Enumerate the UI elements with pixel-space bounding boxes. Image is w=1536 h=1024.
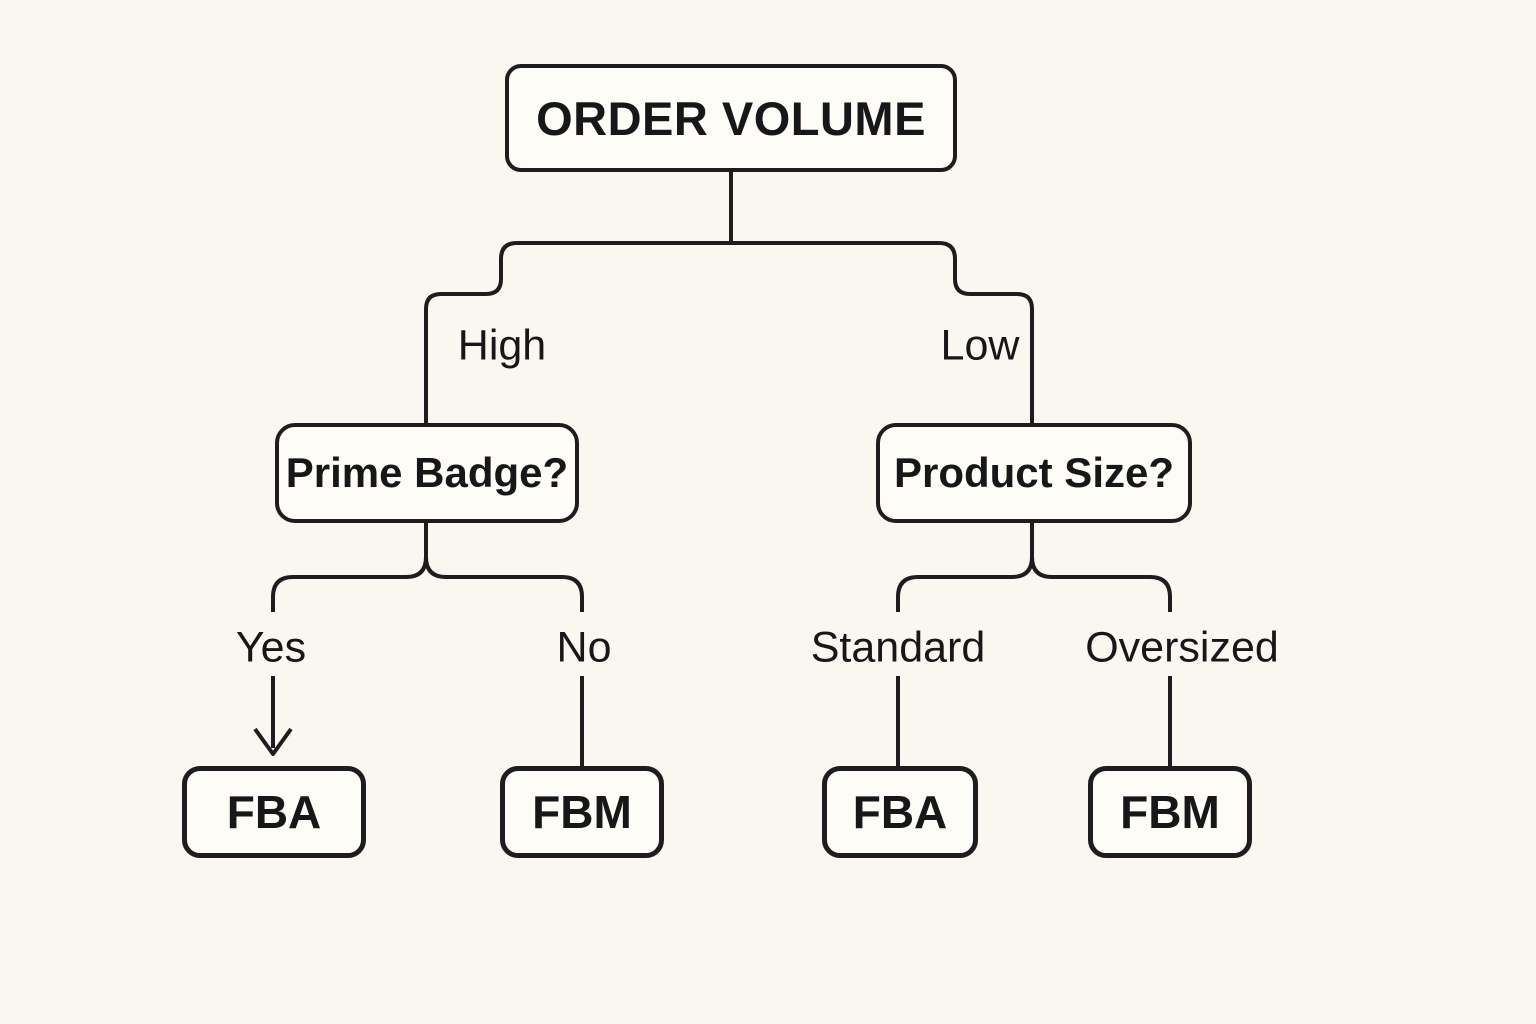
result-node-fba-yes: FBA xyxy=(182,766,366,858)
edge-label-high: High xyxy=(457,321,547,370)
edge-label-yes: Yes xyxy=(235,623,307,672)
edge-label-standard: Standard xyxy=(810,623,986,672)
edge-root-to-high xyxy=(424,241,731,423)
edge-label-no: No xyxy=(556,623,612,672)
edge-label-low: Low xyxy=(940,321,1020,370)
arrow-down-icon xyxy=(253,727,293,756)
question-node-prime-badge: Prime Badge? xyxy=(275,423,579,523)
result-node-fba-standard: FBA xyxy=(822,766,978,858)
question-node-product-size: Product Size? xyxy=(876,423,1192,523)
result-node-fbm-no: FBM xyxy=(500,766,664,858)
edge-label-oversized: Oversized xyxy=(1085,623,1279,672)
edge-prime-to-yes xyxy=(271,556,428,612)
edge-root-to-low xyxy=(731,241,1034,423)
root-node-order-volume: ORDER VOLUME xyxy=(505,64,957,172)
edge-product-to-standard xyxy=(896,556,1034,612)
edge-product-to-oversized xyxy=(1030,556,1172,612)
edge-prime-to-no xyxy=(424,556,584,612)
result-node-fbm-oversized: FBM xyxy=(1088,766,1252,858)
